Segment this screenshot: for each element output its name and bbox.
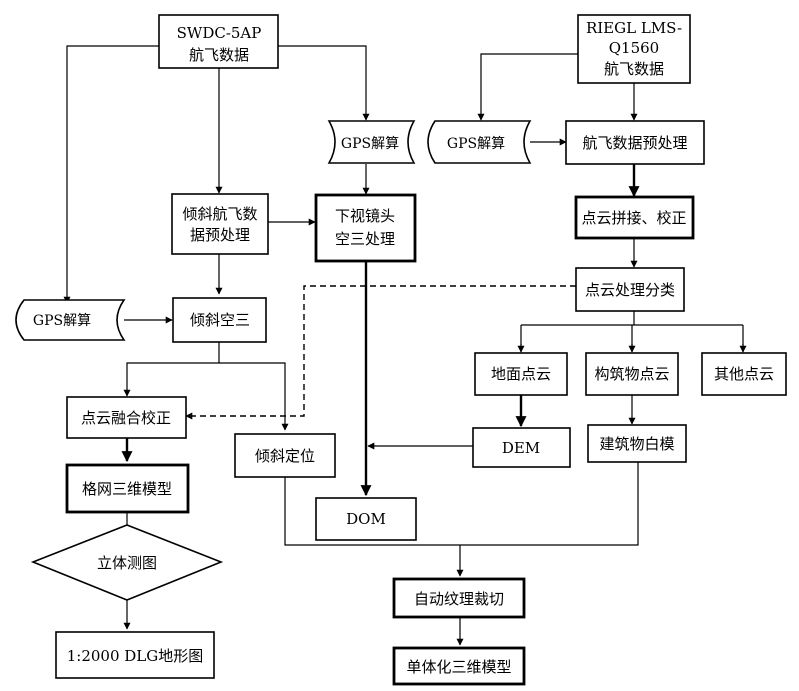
node-preproc-right: 航飞数据预处理 <box>565 120 705 165</box>
arrow-oblique-at-to-position <box>219 362 289 431</box>
node-other-pc: 其他点云 <box>701 352 787 396</box>
arrow-classify-to-fusion-dashed <box>185 285 576 420</box>
node-dem-label: DEM <box>502 439 540 457</box>
node-ground-pc: 地面点云 <box>474 352 568 396</box>
node-ground-pc-label: 地面点云 <box>491 365 551 383</box>
arrow-classify-to-branches <box>520 311 744 352</box>
node-riegl-data-line-3: 航飞数据 <box>604 60 664 78</box>
node-grid-model: 格网三维模型 <box>65 463 190 514</box>
node-dom: DOM <box>315 497 417 541</box>
node-stereo-label: 立体测图 <box>97 554 157 572</box>
node-texture-label: 自动纹理裁切 <box>414 590 504 608</box>
node-single-model: 单体化三维模型 <box>392 646 526 686</box>
node-preproc-right-label: 航飞数据预处理 <box>582 134 687 152</box>
node-classify: 点云处理分类 <box>575 267 685 312</box>
connectors <box>63 45 747 646</box>
node-gps-top-label: GPS解算 <box>341 136 399 152</box>
node-building-pc-label: 构筑物点云 <box>594 365 669 383</box>
node-swdc-data: SWDC-5AP 航飞数据 <box>158 14 279 69</box>
node-oblique-pos-label: 倾斜定位 <box>255 447 315 465</box>
node-gps-left: GPS解算 <box>15 299 126 341</box>
node-gps-top: GPS解算 <box>327 120 416 164</box>
arrow-swdc-to-gps-top <box>278 45 370 121</box>
node-nadir-at-line-2: 空三处理 <box>335 230 395 248</box>
arrow-riegl-to-gps-right <box>477 53 578 121</box>
node-oblique-pre-line-1: 倾斜航飞数 <box>182 205 257 223</box>
arrow-merge-to-texture <box>284 462 639 576</box>
node-riegl-data-line-1: RIEGL LMS- <box>586 19 682 37</box>
node-dlg-label: 1:2000 DLG地形图 <box>67 647 204 665</box>
node-oblique-at-label: 倾斜空三 <box>190 311 250 329</box>
node-white-model: 建筑物白模 <box>587 424 687 463</box>
node-building-pc: 构筑物点云 <box>585 352 679 396</box>
node-riegl-data: RIEGL LMS- Q1560 航飞数据 <box>577 14 691 84</box>
node-dlg: 1:2000 DLG地形图 <box>55 631 215 679</box>
node-oblique-at: 倾斜空三 <box>172 297 267 343</box>
node-other-pc-label: 其他点云 <box>714 365 774 383</box>
node-fusion: 点云融合校正 <box>66 396 187 439</box>
node-classify-label: 点云处理分类 <box>585 281 675 299</box>
node-stereo: 立体测图 <box>30 524 224 601</box>
node-texture: 自动纹理裁切 <box>392 577 526 619</box>
node-stitch: 点云拼接、校正 <box>574 195 695 240</box>
arrow-swdc-to-gps-left <box>63 45 159 304</box>
node-dem: DEM <box>472 427 571 468</box>
node-gps-right-label: GPS解算 <box>447 136 505 152</box>
node-oblique-pre-line-2: 据预处理 <box>190 226 250 244</box>
arrow-oblique-at-to-fusion <box>123 342 220 397</box>
node-white-model-label: 建筑物白模 <box>599 435 674 453</box>
node-oblique-pre: 倾斜航飞数 据预处理 <box>171 193 269 255</box>
node-stitch-label: 点云拼接、校正 <box>581 209 686 227</box>
node-riegl-data-line-2: Q1560 <box>609 39 659 57</box>
node-single-model-label: 单体化三维模型 <box>406 658 511 676</box>
node-gps-right: GPS解算 <box>427 120 532 164</box>
node-nadir-at-line-1: 下视镜头 <box>335 207 395 225</box>
node-dom-label: DOM <box>346 510 386 528</box>
node-fusion-label: 点云融合校正 <box>81 409 171 427</box>
node-swdc-data-line-1: SWDC-5AP <box>177 24 262 42</box>
node-gps-left-label: GPS解算 <box>33 313 91 329</box>
node-grid-model-label: 格网三维模型 <box>82 480 172 498</box>
node-nadir-at: 下视镜头 空三处理 <box>314 193 417 263</box>
node-oblique-pos: 倾斜定位 <box>234 433 336 478</box>
node-swdc-data-line-2: 航飞数据 <box>189 46 249 64</box>
